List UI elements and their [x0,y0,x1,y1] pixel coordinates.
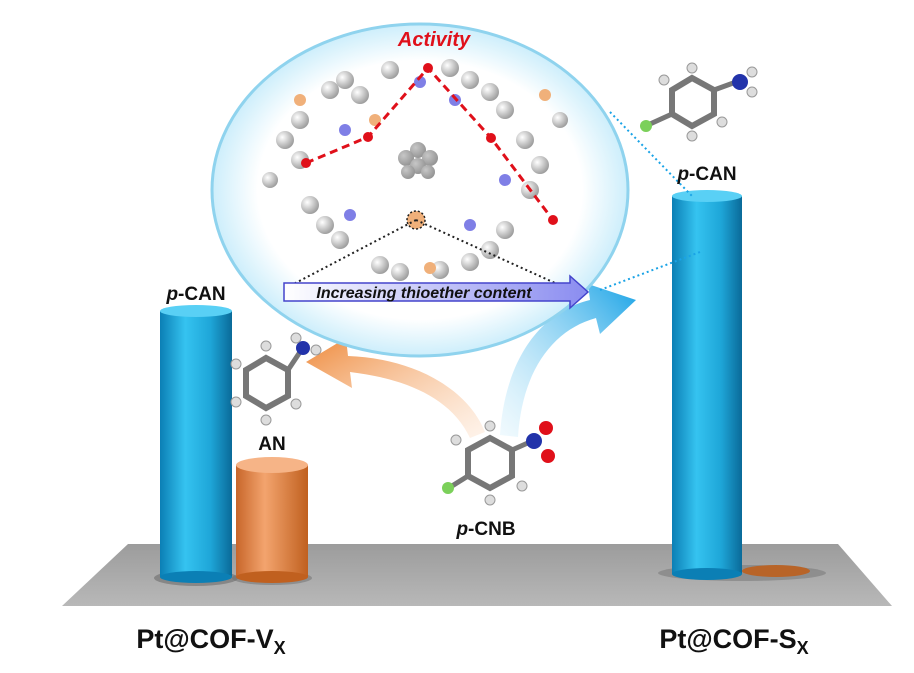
left-tall-bar-label: p-CAN [165,284,225,305]
left-tall-bar [154,305,238,586]
right-tall-bar [658,190,826,581]
left-short-bar [232,457,312,585]
activity-label: Activity [397,29,471,51]
right-catalyst-name: Pt@COF-SX [659,624,808,658]
activity-point [423,63,433,73]
left-short-bar-label: AN [258,434,285,455]
p-can-molecule-left [231,333,321,425]
reactant-label: p-CNB [455,519,515,540]
right-bar-label: p-CAN [676,164,736,185]
p-cnb-molecule [442,421,555,505]
activity-point [301,158,311,168]
activity-point [486,133,496,143]
thioether-label: Increasing thioether content [316,285,532,302]
left-catalyst-name: Pt@COF-VX [136,624,285,658]
activity-point [363,132,373,142]
p-can-molecule-right [640,63,757,141]
activity-point [548,215,558,225]
framework-inset: Activity Increasing thioether content [212,24,628,356]
